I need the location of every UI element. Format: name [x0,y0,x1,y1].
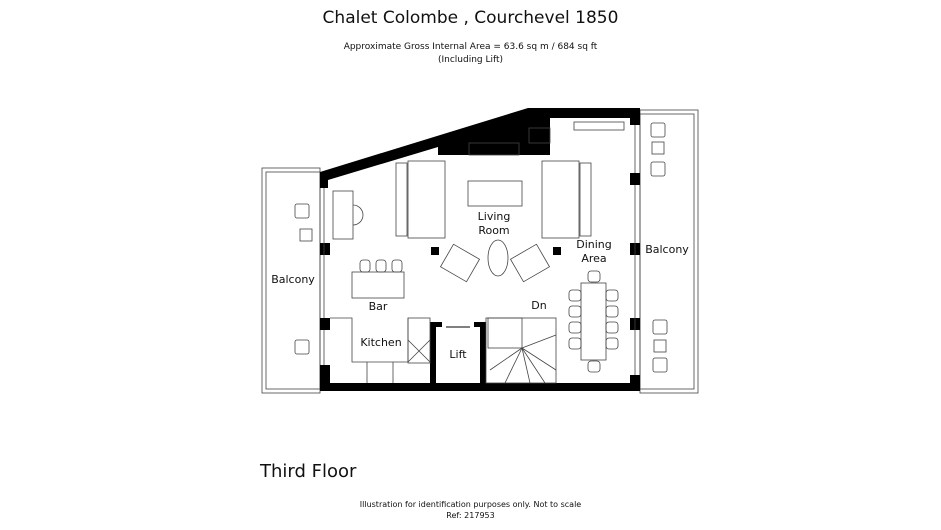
room-label-bar: Bar [368,300,388,313]
area-note: (Including Lift) [437,55,504,65]
side-table [487,239,509,277]
room-label-balcony-right: Balcony [645,243,689,256]
disclaimer: Illustration for identification purposes… [359,500,582,509]
coffee-table [467,180,523,207]
bar-counter [351,271,405,299]
reference-number: Ref: 217953 [446,511,495,520]
dining-label-line2: Area [581,252,607,265]
gross-area: Approximate Gross Internal Area = 63.6 s… [343,42,598,52]
bottom-wall [320,383,640,391]
floor-name: Third Floor [260,461,357,482]
living-label-line2: Room [478,224,510,237]
room-label-lift: Lift [449,348,467,361]
dining-table [580,282,607,361]
top-diagonal-wall [320,108,640,188]
stairs-down-label: Dn [531,299,547,312]
dining-label-line1: Dining [576,238,612,251]
plan-title: Chalet Colombe , Courchevel 1850 [322,8,619,28]
room-label-balcony-left: Balcony [271,273,315,286]
room-label-kitchen: Kitchen [360,336,402,349]
living-label-line1: Living [477,210,511,223]
